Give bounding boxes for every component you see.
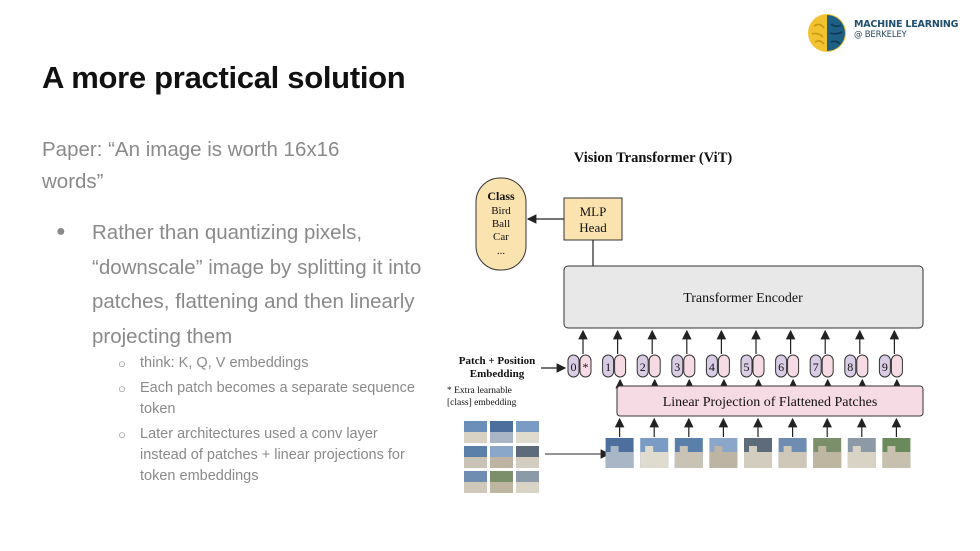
logo-subtitle: @ BERKELEY (854, 30, 907, 40)
paper-reference: Paper: “An image is worth 16x16 words” (42, 138, 340, 193)
patch-token (752, 354, 765, 378)
sub-bullet-text: think: K, Q, V embeddings (140, 355, 309, 371)
position-id: 6 (778, 360, 784, 374)
class-item: ... (497, 245, 506, 257)
linear-projection-box (616, 385, 924, 417)
flattened-patches-row (605, 417, 911, 468)
patch-token (648, 354, 661, 378)
patch-image-tower (749, 446, 757, 456)
position-embedding (671, 354, 684, 378)
position-embedding (809, 354, 822, 378)
position-embedding (705, 354, 718, 378)
patch-token (683, 354, 696, 378)
patch-image-tower (887, 446, 896, 456)
vit-diagram: Vision Transformer (ViT) Class Bird Ball… (437, 138, 942, 500)
sub-bullet-list: ○ think: K, Q, V embeddings ○ Each patch b… (118, 353, 418, 491)
patch-image-tower (714, 446, 723, 456)
position-id: 8 (847, 360, 853, 374)
patch-token (717, 354, 730, 378)
sub-bullet: ○ Later architectures used a conv layer i… (118, 424, 418, 487)
main-bullet-text: Rather than quantizing pixels, “downscal… (92, 221, 422, 348)
patch-image-tower (818, 446, 827, 456)
transformer-encoder-label: Transformer Encoder (683, 291, 803, 306)
logo: MACHINE LEARNING @ BERKELEY (806, 12, 976, 56)
extra-note: [class] embedding (447, 398, 517, 408)
sub-bullet-text: Later architectures used a conv layer in… (140, 426, 405, 484)
patch-token (856, 354, 869, 378)
position-id: 2 (640, 360, 646, 374)
patch-token (787, 354, 800, 378)
patch-token (579, 354, 592, 378)
class-box (475, 177, 527, 271)
grid-patch-building (490, 432, 513, 443)
patch-image-tower (610, 446, 619, 456)
position-id: 5 (744, 360, 750, 374)
ring-bullet-icon: ○ (118, 381, 126, 396)
position-embedding (775, 354, 788, 378)
patch-image-building (813, 452, 842, 468)
patch-image-building (744, 452, 772, 468)
patch-image-tower (783, 446, 792, 456)
sub-bullet: ○ Each patch becomes a separate sequence … (118, 378, 418, 420)
class-item: Bird (491, 205, 511, 217)
patch-image-building (847, 452, 876, 468)
mlp-head-label: MLP (580, 204, 607, 219)
grid-patch-building (490, 457, 513, 468)
patch-embed-label: Embedding (470, 368, 525, 380)
patch-image-tower (645, 446, 654, 456)
patch-image-building (882, 452, 911, 468)
class-item: Car (493, 231, 509, 243)
ring-bullet-icon: ○ (118, 356, 126, 371)
grid-patch-building (516, 432, 539, 443)
transformer-encoder-box (563, 265, 924, 329)
patch-image-tower (679, 446, 688, 456)
position-embedding (740, 354, 753, 378)
mlp-head-box (563, 197, 623, 241)
grid-patch-building (464, 457, 487, 468)
grid-patch-building (516, 457, 539, 468)
input-image-grid (464, 421, 539, 493)
patch-image-tower (852, 446, 861, 456)
patch-image-building (709, 452, 738, 468)
patch-image-building (640, 452, 669, 468)
grid-patch-building (464, 432, 487, 443)
mlp-head-label: Head (579, 220, 607, 235)
position-id: 3 (674, 360, 680, 374)
ring-bullet-icon: ○ (118, 427, 126, 442)
patch-token (614, 354, 627, 378)
grid-patch-building (464, 482, 487, 493)
sub-bullet: ○ think: K, Q, V embeddings (118, 353, 418, 374)
position-embedding (844, 354, 857, 378)
position-id: 9 (882, 360, 888, 374)
patch-image-building (674, 452, 703, 468)
patch-token (821, 354, 834, 378)
token-row: 0 * 1 2 3 4 5 6 7 8 9 (567, 329, 903, 389)
grid-patch-building (516, 482, 539, 493)
position-id: 0 (571, 360, 577, 374)
patch-embed-label: Patch + Position (459, 355, 536, 367)
extra-note: * Extra learnable (447, 386, 512, 396)
class-token-star: * (583, 360, 589, 374)
sub-bullet-text: Each patch becomes a separate sequence t… (140, 380, 415, 417)
patch-image-building (605, 452, 634, 468)
position-embedding (567, 354, 580, 378)
position-id: 1 (605, 360, 611, 374)
position-id: 4 (709, 360, 715, 374)
grid-patch-building (490, 482, 513, 493)
position-embedding (878, 354, 891, 378)
position-embedding (636, 354, 649, 378)
bullet-dot-icon: ● (56, 223, 66, 240)
patch-image-building (778, 452, 807, 468)
diagram-title: Vision Transformer (ViT) (574, 150, 733, 166)
linear-projection-label: Linear Projection of Flattened Patches (663, 395, 878, 410)
brain-logo-icon (808, 14, 846, 52)
logo-title: MACHINE LEARNING (854, 19, 959, 30)
position-embedding (602, 354, 615, 378)
position-id: 7 (813, 360, 819, 374)
patch-token (890, 354, 903, 378)
slide-title: A more practical solution (42, 60, 406, 95)
class-item: Ball (492, 218, 510, 230)
class-box-title: Class (487, 189, 515, 203)
